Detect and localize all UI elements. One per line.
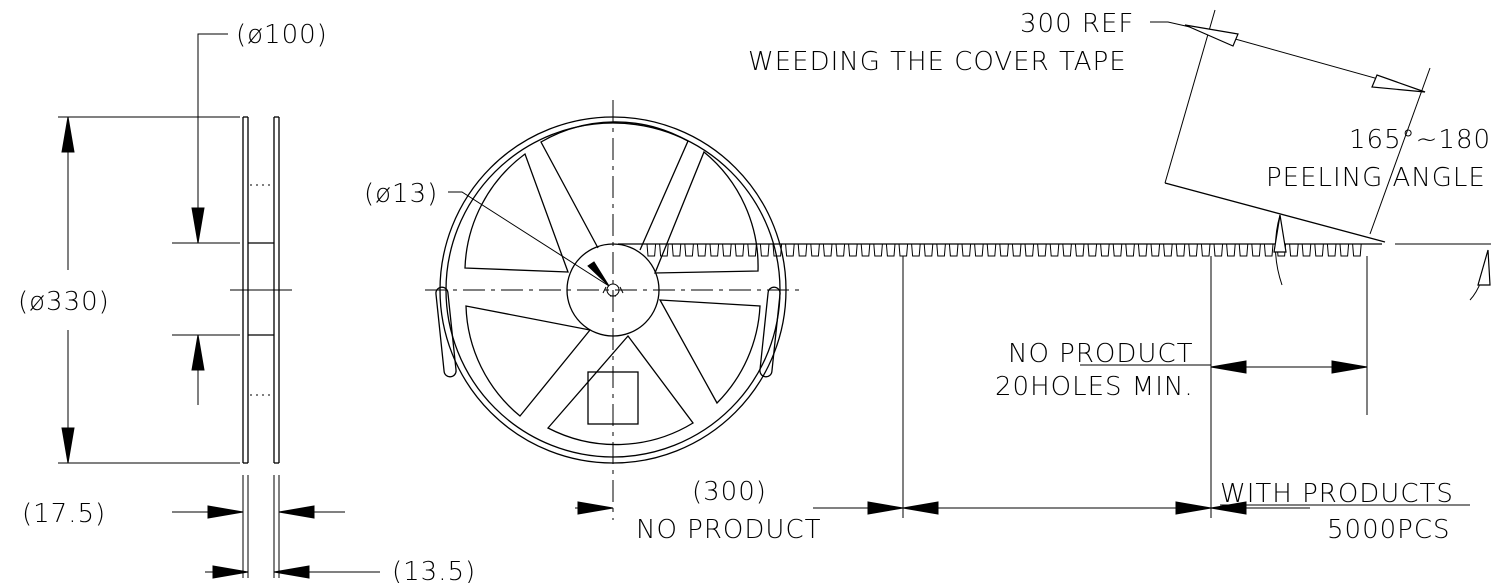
cover-tape-peel: 300 REF WEEDING THE COVER TAPE 165°~180 … bbox=[748, 9, 1491, 301]
reel-diameter-dimension: (ø330) bbox=[18, 116, 240, 464]
leader-length-label: (300) bbox=[692, 477, 767, 507]
leader-no-product-label: NO PRODUCT bbox=[636, 515, 821, 545]
reel-front-view: (ø13) bbox=[364, 100, 800, 520]
arbor-hole-label: (ø13) bbox=[364, 179, 438, 209]
leader-dimension: (300) NO PRODUCT bbox=[575, 477, 904, 545]
peeling-angle-label: PEELING ANGLE bbox=[1266, 163, 1486, 193]
reel-windows bbox=[435, 121, 781, 446]
with-products-line1: WITH PRODUCTS bbox=[1220, 479, 1454, 509]
reel-label-box bbox=[587, 371, 639, 425]
outer-width-label: (17.5) bbox=[22, 499, 106, 529]
inner-width-label: (13.5) bbox=[392, 557, 476, 583]
trailer-no-product-line2: 20HOLES MIN. bbox=[995, 372, 1194, 402]
trailer-dimension: NO PRODUCT 20HOLES MIN. bbox=[995, 339, 1368, 402]
with-products-line2: 5000PCS bbox=[1327, 515, 1451, 545]
cover-tape-note-label: WEEDING THE COVER TAPE bbox=[748, 47, 1127, 77]
width-dimensions: (17.5) (13.5) bbox=[22, 475, 476, 583]
carrier-tape bbox=[618, 243, 1382, 257]
hub-diameter-label: (ø100) bbox=[236, 20, 328, 50]
hub-diameter-dimension: (ø100) bbox=[172, 20, 328, 405]
reel-side-view bbox=[230, 116, 292, 464]
peeling-angle-value: 165°~180 bbox=[1349, 125, 1491, 155]
reel-diameter-label: (ø330) bbox=[18, 287, 110, 317]
cover-tape-ref-label: 300 REF bbox=[1020, 9, 1134, 39]
with-products-dimension: WITH PRODUCTS 5000PCS bbox=[902, 479, 1470, 545]
trailer-no-product-line1: NO PRODUCT bbox=[1008, 339, 1193, 369]
